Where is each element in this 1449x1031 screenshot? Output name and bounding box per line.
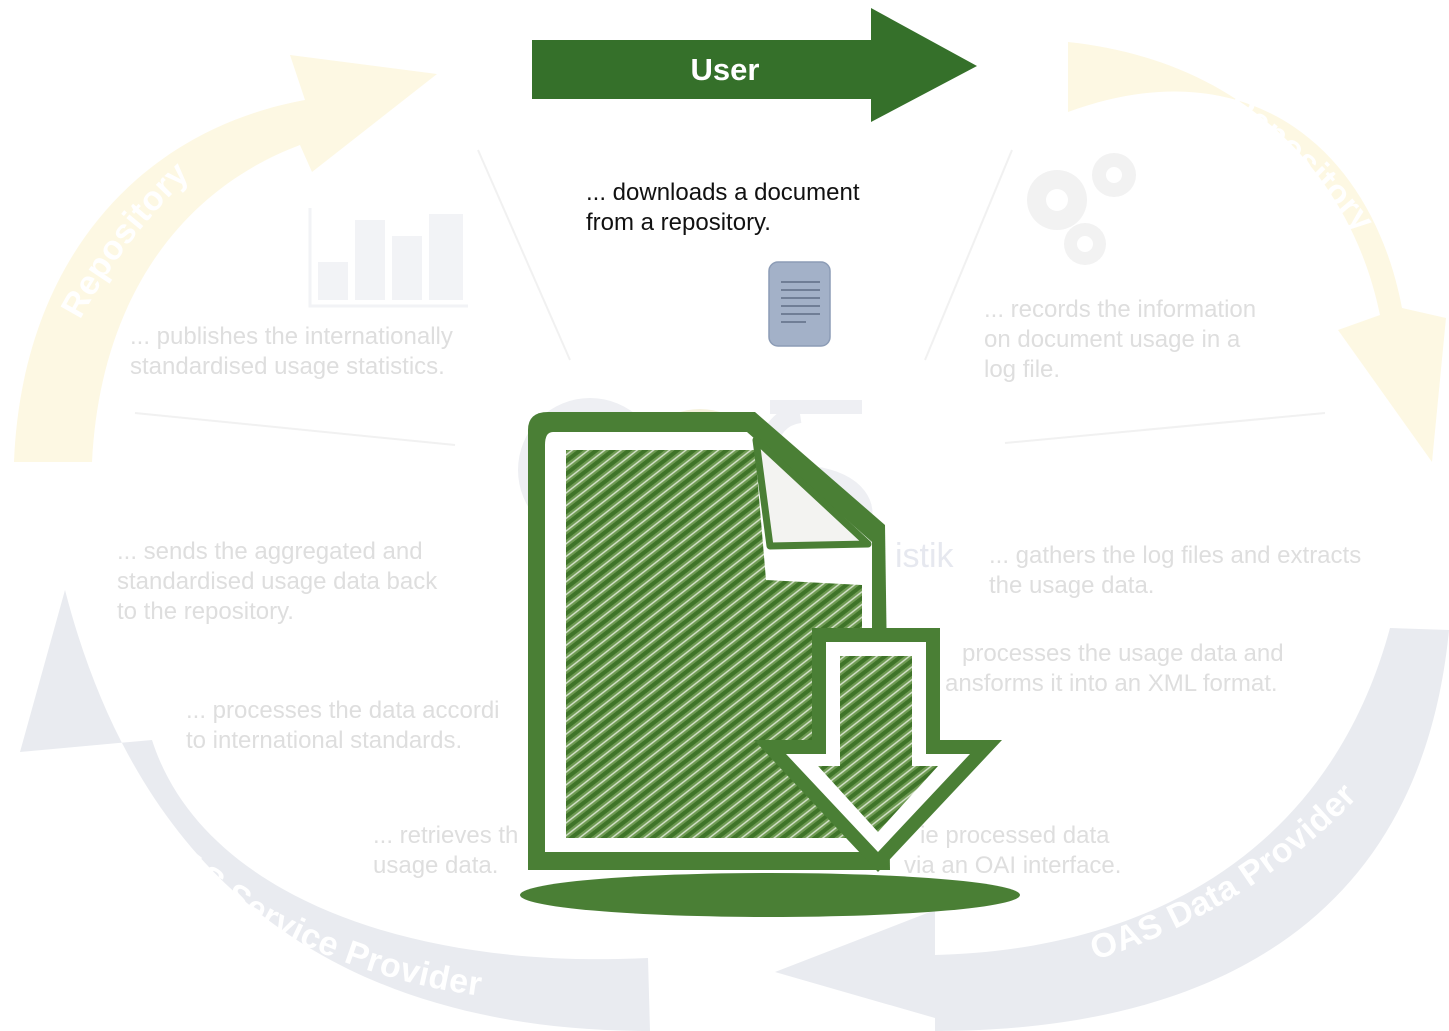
download-document-icon bbox=[520, 412, 1020, 917]
active-step-text: ... downloads a document from a reposito… bbox=[586, 178, 860, 238]
active-step-line: from a repository. bbox=[586, 209, 771, 236]
document-icon bbox=[768, 261, 831, 347]
bar-chart-icon bbox=[308, 208, 468, 308]
step-line: to the repository. bbox=[117, 598, 294, 625]
step-publishes: ... publishes the internationally standa… bbox=[130, 322, 453, 382]
step-line: ansforms it into an XML format. bbox=[945, 670, 1278, 697]
step-line: ie processed data bbox=[920, 822, 1110, 849]
watermark-text: istik bbox=[895, 537, 955, 575]
user-arrow bbox=[532, 8, 977, 122]
step-records: ... records the information on document … bbox=[984, 295, 1256, 385]
step-line: the usage data. bbox=[989, 572, 1155, 599]
step-line: ... sends the aggregated and bbox=[117, 538, 423, 565]
repository-right-label: Repository bbox=[1220, 85, 1381, 239]
step-processes-intl: ... processes the data accordi to intern… bbox=[186, 696, 500, 756]
gears-icon bbox=[1027, 153, 1136, 265]
sector-divider-lines bbox=[134, 149, 1326, 446]
user-arrow-label: User bbox=[691, 52, 760, 87]
step-line: usage data. bbox=[373, 852, 499, 879]
step-line: ... processes the data accordi bbox=[186, 697, 500, 724]
step-sends: ... sends the aggregated and standardise… bbox=[117, 537, 437, 627]
step-line: to international standards. bbox=[186, 727, 463, 754]
step-line: via an OAI interface. bbox=[904, 852, 1122, 879]
repository-arrow-right bbox=[1068, 42, 1446, 462]
step-gathers: ... gathers the log files and extracts t… bbox=[989, 541, 1361, 601]
oas-service-provider-arrow bbox=[20, 590, 650, 1031]
step-processes-xml: processes the usage data and ansforms it… bbox=[945, 639, 1284, 699]
step-line: processes the usage data and bbox=[962, 640, 1284, 667]
step-line: ... retrieves th bbox=[373, 822, 519, 849]
step-line: on document usage in a bbox=[984, 326, 1241, 353]
step-line: standardised usage statistics. bbox=[130, 353, 445, 380]
step-line: standardised usage data back bbox=[117, 568, 438, 595]
step-retrieves: ... retrieves th usage data. bbox=[373, 821, 518, 881]
step-provides: ie processed data via an OAI interface. bbox=[904, 821, 1121, 881]
step-line: ... publishes the internationally bbox=[130, 323, 453, 350]
active-step-line: ... downloads a document bbox=[586, 179, 860, 206]
repository-arrow-left bbox=[14, 55, 437, 462]
step-line: ... records the information bbox=[984, 296, 1257, 323]
oas-data-provider-arrow bbox=[775, 628, 1449, 1031]
step-line: ... gathers the log files and extracts bbox=[989, 542, 1362, 569]
step-line: log file. bbox=[984, 356, 1061, 383]
